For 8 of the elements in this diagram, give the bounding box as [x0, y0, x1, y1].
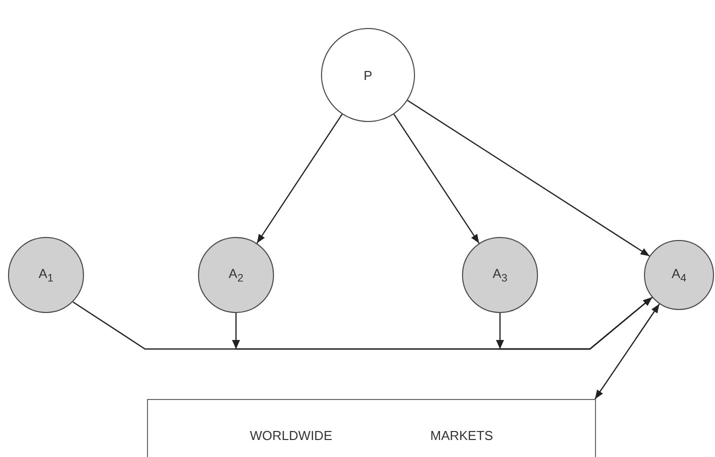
node-label: A$_{4}$: [672, 266, 686, 284]
node-label: MARKETS: [430, 428, 494, 443]
node-label: P: [364, 68, 372, 82]
node-label: A$_{1}$: [38, 266, 54, 284]
node-label: A$_{2}$: [228, 266, 244, 284]
market-box: [147, 399, 596, 457]
node-label: WORLDWIDE: [250, 428, 332, 443]
node-label: A$_{3}$: [492, 266, 508, 284]
